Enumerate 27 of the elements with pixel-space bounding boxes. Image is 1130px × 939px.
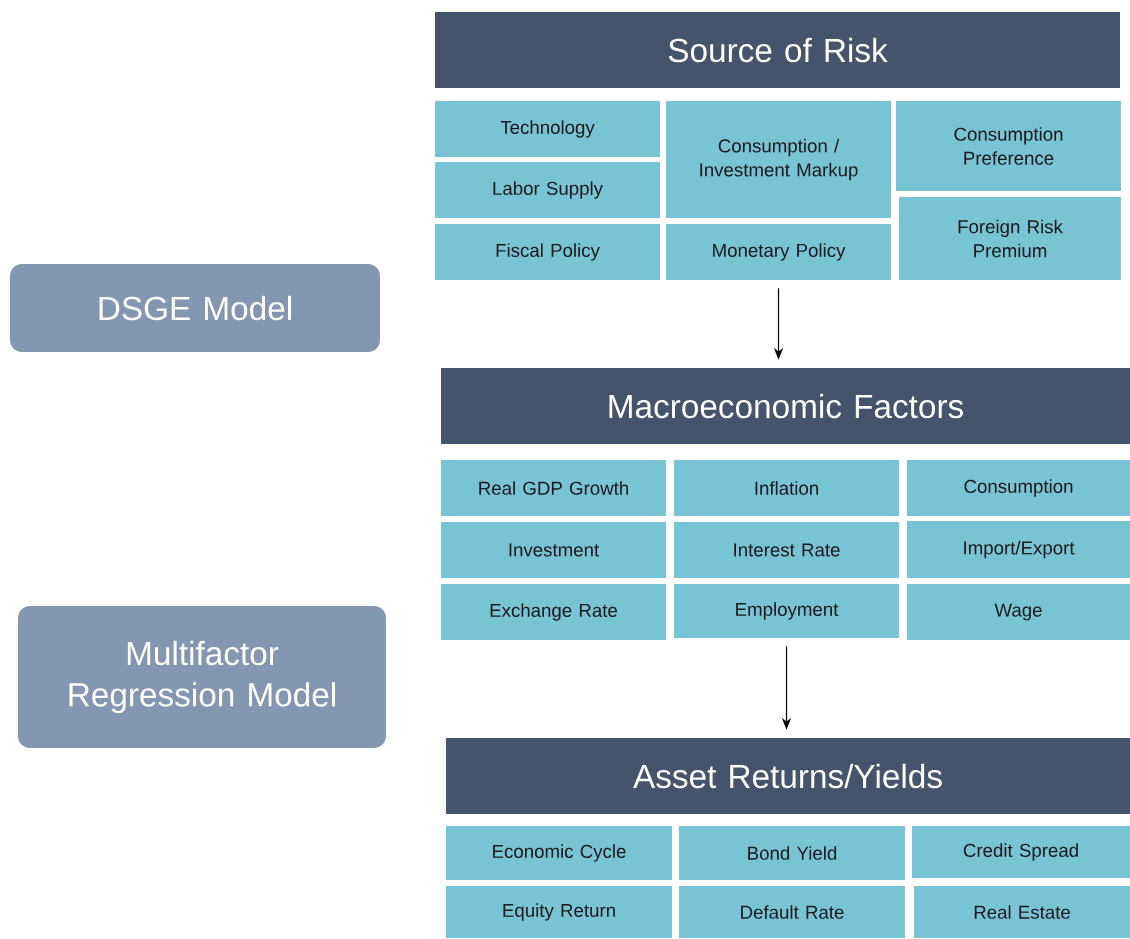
factor-cell: Consumption / Investment Markup xyxy=(666,101,891,218)
model-box: DSGE Model xyxy=(10,264,380,352)
factor-cell: Inflation xyxy=(674,460,899,516)
factor-cell: Fiscal Policy xyxy=(435,224,660,280)
factor-cell: Equity Return xyxy=(446,886,672,938)
factor-cell: Exchange Rate xyxy=(441,584,666,640)
header-bar: Macroeconomic Factors xyxy=(441,368,1130,444)
factor-cell: Consumption xyxy=(907,460,1130,516)
factor-cell: Foreign Risk Premium xyxy=(899,197,1121,280)
factor-cell: Default Rate xyxy=(679,886,905,938)
factor-cell: Technology xyxy=(435,101,660,157)
factor-cell: Credit Spread xyxy=(912,826,1130,878)
factor-cell: Wage xyxy=(907,584,1130,640)
factor-cell: Consumption Preference xyxy=(896,101,1121,191)
factor-cell: Labor Supply xyxy=(435,162,660,218)
factor-cell: Economic Cycle xyxy=(446,826,672,880)
factor-cell: Monetary Policy xyxy=(666,224,891,280)
factor-cell: Import/Export xyxy=(907,521,1130,578)
factor-cell: Interest Rate xyxy=(674,522,899,578)
header-bar: Source of Risk xyxy=(435,12,1120,88)
factor-cell: Investment xyxy=(441,522,666,578)
factor-cell: Real Estate xyxy=(914,886,1130,938)
header-bar: Asset Returns/Yields xyxy=(446,738,1130,814)
factor-cell: Real GDP Growth xyxy=(441,460,666,516)
factor-cell: Employment xyxy=(674,584,899,638)
model-box: Multifactor Regression Model xyxy=(18,606,386,748)
factor-cell: Bond Yield xyxy=(679,826,905,880)
